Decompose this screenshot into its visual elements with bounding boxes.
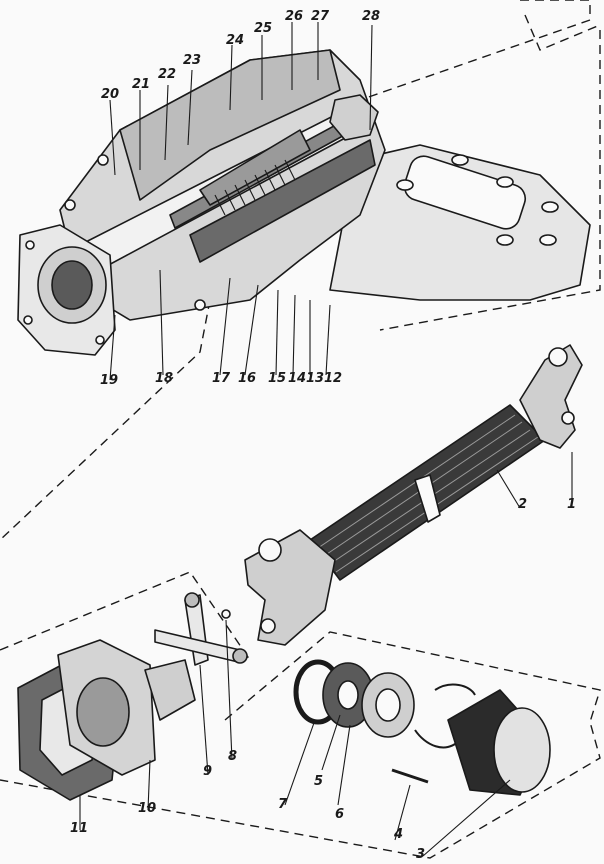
callout-9: 9 [203,764,212,779]
callout-10: 10 [138,801,156,816]
callout-17: 17 [212,371,231,386]
callout-28: 28 [362,9,380,24]
dust-boot-band [414,474,441,523]
callout-4: 4 [393,827,403,842]
housing-top-face [119,49,341,201]
callout-12: 12 [324,371,342,386]
guide-line-lower-left [0,571,251,661]
small-parts [17,592,551,801]
rear-nut [329,94,379,141]
callout-24: 24 [226,33,244,48]
callout-20: 20 [101,87,119,102]
callout-16: 16 [238,371,256,386]
flange-hub [76,677,130,747]
guide-line-right [379,30,601,331]
wire-clip-top [434,683,476,696]
callout-13: 13 [306,371,324,386]
gear-teeth [214,159,296,216]
callout-27: 27 [311,9,330,24]
callout-2: 2 [518,497,527,512]
callout-6: 6 [335,807,344,822]
flange-ear [144,659,196,721]
callout-7: 7 [278,797,288,812]
leader-lines [79,22,573,857]
guide-line-top-zigzag [524,14,601,51]
guide-line-top [359,0,591,101]
callout-19: 19 [100,373,118,388]
plate-window [403,155,527,230]
grease-nipple [221,609,231,619]
plate-bolt-holes [396,154,559,246]
gearbox-cutaway [17,49,591,356]
callout-21: 21 [132,77,150,92]
callout-5: 5 [314,774,323,789]
guide-line-lower-box [0,631,601,859]
callout-22: 22 [158,67,176,82]
callout-3: 3 [416,847,425,862]
callout-15: 15 [268,371,286,386]
guide-line-left [0,299,211,541]
callout-1: 1 [567,497,576,512]
driveshaft [244,344,583,646]
needle-cup-face [493,707,551,793]
callout-8: 8 [228,749,237,764]
callout-23: 23 [183,53,201,68]
callout-25: 25 [254,21,272,36]
front-bore-inner [51,260,93,310]
callout-14: 14 [288,371,306,386]
needle-roller [391,768,429,784]
callout-labels: 1 2 3 4 5 6 7 8 9 10 11 12 13 14 15 16 1… [70,9,576,862]
callout-11: 11 [70,821,88,836]
callout-18: 18 [155,371,173,386]
callout-26: 26 [285,9,303,24]
